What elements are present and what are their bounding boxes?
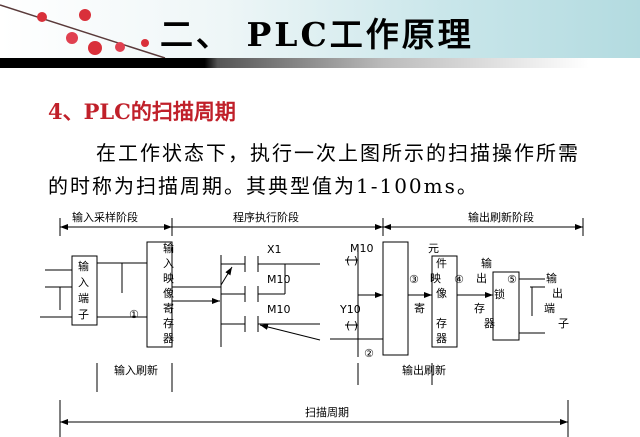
header-banner — [0, 0, 640, 58]
step-4: ④ — [454, 273, 464, 286]
svg-text:端: 端 — [78, 292, 89, 305]
step-2: ② — [364, 347, 374, 360]
paragraph-line-2: 的时称为扫描周期。其典型值为1-100ms。 — [48, 174, 479, 198]
input-image-register-label: 输入 映像 寄存 器 — [163, 241, 174, 345]
svg-text:寄: 寄 — [163, 301, 174, 315]
paragraph-line-1: 在工作状态下，执行一次上图所示的扫描操作所需 — [96, 141, 580, 165]
element-image-register-label: 元件 映像 寄存 器 — [414, 242, 447, 345]
svg-text:入: 入 — [163, 257, 174, 270]
contact-x1-label: X1 — [267, 243, 282, 256]
scan-cycle-label: 扫描周期 — [305, 405, 349, 419]
output-latch-label: 输出 锁存 器 — [474, 256, 505, 330]
svg-text:存: 存 — [163, 316, 174, 330]
coil-y10-symbol: ( ) — [346, 319, 358, 332]
output-refresh-label: 输出刷新 — [402, 363, 446, 377]
input-refresh-label: 输入刷新 — [114, 363, 158, 377]
svg-text:器: 器 — [163, 332, 174, 345]
phase-output-refresh-label: 输出刷新阶段 — [468, 210, 534, 224]
svg-text:入: 入 — [78, 276, 89, 289]
svg-text:像: 像 — [436, 287, 447, 300]
svg-text:输: 输 — [481, 256, 492, 270]
contact-m10-label-2: M10 — [267, 303, 291, 316]
plum-blossom-decoration — [0, 4, 166, 58]
svg-text:子: 子 — [78, 308, 89, 321]
svg-text:器: 器 — [484, 317, 495, 330]
svg-text:件: 件 — [436, 257, 447, 270]
svg-text:存: 存 — [436, 316, 447, 330]
section-heading: 4、PLC的扫描周期 — [48, 99, 236, 124]
input-terminal-label: 输入 端子 — [78, 259, 89, 321]
svg-text:映: 映 — [430, 272, 441, 285]
svg-text:器: 器 — [436, 332, 447, 345]
slide-title: 二、 PLC工作原理 — [160, 15, 474, 54]
svg-text:像: 像 — [163, 287, 174, 300]
header-divider-bar — [0, 58, 640, 68]
contact-m10-label: M10 — [267, 273, 291, 286]
coil-y10-label: Y10 — [339, 303, 361, 316]
step-1: ① — [129, 308, 139, 321]
svg-text:输: 输 — [163, 241, 174, 255]
phase-program-execution-label: 程序执行阶段 — [233, 210, 299, 224]
output-terminal-label: 输出 端子 — [544, 271, 569, 330]
step-5: ⑤ — [507, 273, 517, 286]
svg-text:输: 输 — [78, 259, 89, 273]
svg-text:子: 子 — [558, 317, 569, 330]
phase-input-sampling-label: 输入采样阶段 — [72, 210, 138, 224]
svg-text:锁: 锁 — [494, 287, 505, 301]
svg-text:输: 输 — [546, 271, 557, 285]
svg-text:出: 出 — [552, 286, 563, 300]
svg-text:元: 元 — [428, 242, 439, 255]
coil-m10-symbol: ( ) — [346, 254, 358, 267]
svg-text:映: 映 — [163, 272, 174, 285]
svg-text:端: 端 — [544, 302, 555, 315]
svg-text:出: 出 — [476, 271, 487, 285]
step-3: ③ — [409, 273, 419, 286]
coil-m10-label: M10 — [350, 242, 374, 255]
svg-text:存: 存 — [474, 301, 485, 315]
svg-text:寄: 寄 — [414, 301, 425, 315]
